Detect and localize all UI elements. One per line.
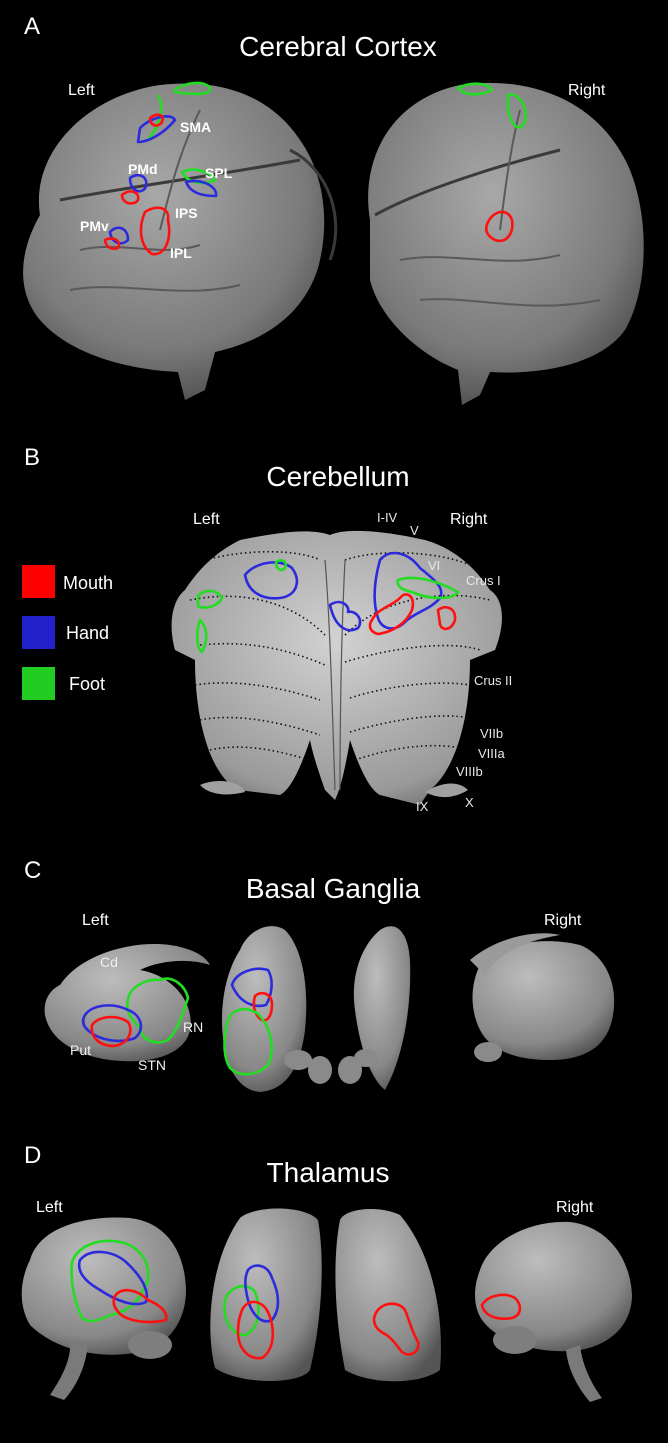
panel-d-letter: D: [24, 1142, 41, 1169]
panel-b: B Cerebellum Left Right I-IV V VI Crus I…: [22, 444, 512, 814]
lobule-label-vi: VI: [428, 558, 440, 573]
bg-label-put: Put: [70, 1042, 91, 1058]
hand-outline-thalamus-left-lateral: [77, 1250, 149, 1306]
mouth-outline-cerebellum-right-medial: [368, 593, 415, 636]
lobule-label-crus-i: Crus I: [466, 573, 501, 588]
legend-label-foot: Foot: [69, 674, 105, 694]
mouth-outline-thalamus-right-lateral: [480, 1293, 522, 1320]
left-hemisphere-cortex: [23, 83, 338, 401]
mouth-outline-cortex-left-pmv: [103, 237, 121, 251]
panel-c-title: Basal Ganglia: [246, 873, 421, 904]
mouth-outline-cortex-left-pmd: [120, 190, 140, 205]
legend-label-hand: Hand: [66, 623, 109, 643]
hand-outline-cerebellum-vermis: [328, 600, 362, 632]
foot-outline-cortex-right-sma: [456, 82, 494, 96]
panel-d: D Thalamus Left Right: [21, 1142, 632, 1402]
panel-b-letter: B: [24, 444, 40, 471]
panel-a: A Cerebral Cortex Left Right: [23, 13, 644, 405]
lobule-label-viib: VIIb: [480, 726, 503, 741]
lobule-label-x: X: [465, 795, 474, 810]
panel-a-left-label: Left: [68, 82, 95, 99]
foot-outline-cortex-left-spl: [180, 168, 217, 185]
legend-label-mouth: Mouth: [63, 573, 113, 593]
foot-outline-cortex-right-mesial: [506, 93, 527, 129]
foot-outline-cerebellum-right: [396, 576, 460, 600]
panel-a-right-label: Right: [568, 82, 606, 99]
region-label-ipl: IPL: [170, 245, 192, 261]
legend-swatch-hand: [22, 616, 55, 649]
lobule-label-i-iv: I-IV: [377, 510, 398, 525]
lobule-label-viiib: VIIIb: [456, 764, 483, 779]
panel-c-left-label: Left: [82, 912, 109, 929]
lobule-label-crus-ii: Crus II: [474, 673, 512, 688]
hand-outline-bg-left-dorsal: [230, 967, 273, 1008]
bg-label-rn: RN: [183, 1019, 203, 1035]
basal-ganglia-left-dorsal: [222, 926, 332, 1092]
mouth-outline-bg-left-lateral: [90, 1015, 132, 1048]
mouth-outline-thalamus-dorsal-right: [372, 1302, 420, 1356]
panel-c: C Basal Ganglia Left Right: [24, 857, 615, 1092]
hand-outline-cerebellum-left-anterior: [243, 561, 299, 600]
hand-outline-cortex-left-ips: [184, 179, 218, 198]
panel-d-left-label: Left: [36, 1199, 63, 1216]
panel-c-letter: C: [24, 857, 41, 884]
panel-d-title: Thalamus: [267, 1157, 390, 1188]
foot-outline-bg-left-dorsal: [223, 1007, 273, 1076]
region-label-spl: SPL: [205, 165, 233, 181]
cerebellum-flatmap: [171, 530, 502, 805]
legend-swatch-foot: [22, 667, 55, 700]
right-hemisphere-cortex: [368, 82, 644, 405]
bg-label-cd: Cd: [100, 954, 118, 970]
hand-outline-cortex-left-sma: [136, 115, 177, 144]
lobule-label-viiia: VIIIa: [478, 746, 506, 761]
region-label-pmv: PMv: [80, 218, 109, 234]
foot-outline-bg-left-lateral: [126, 977, 190, 1044]
mouth-outline-cortex-right-ipl: [484, 210, 514, 243]
mouth-outline-cortex-left-ipl: [139, 206, 171, 256]
basal-ganglia-right-lateral: [470, 933, 615, 1062]
basal-ganglia-right-dorsal: [338, 926, 411, 1090]
hand-outline-cortex-left-pmd: [128, 173, 148, 193]
hand-outline-bg-left-lateral: [81, 1004, 143, 1043]
legend: Mouth Hand Foot: [22, 565, 113, 700]
thalamus-dorsal-right: [335, 1208, 441, 1382]
region-label-sma: SMA: [180, 119, 211, 135]
panel-d-right-label: Right: [556, 1199, 594, 1216]
mouth-outline-cerebellum-right-lateral: [436, 606, 457, 631]
panel-a-title: Cerebral Cortex: [239, 31, 437, 62]
panel-c-right-label: Right: [544, 912, 582, 929]
panel-b-title: Cerebellum: [266, 461, 409, 492]
foot-outline-cortex-left-sma: [173, 81, 212, 96]
region-label-pmd: PMd: [128, 161, 158, 177]
mouth-outline-thalamus-left-lateral: [112, 1288, 168, 1324]
panel-a-letter: A: [24, 13, 40, 40]
bg-label-stn: STN: [138, 1057, 166, 1073]
legend-swatch-mouth: [22, 565, 55, 598]
foot-outline-cerebellum-left-anterior: [274, 559, 288, 572]
mouth-outline-bg-left-dorsal: [252, 991, 274, 1022]
foot-outline-cerebellum-left-lateral: [195, 589, 224, 654]
thalamus-left-lateral: [21, 1217, 186, 1400]
thalamus-right-lateral: [475, 1221, 632, 1402]
region-label-ips: IPS: [175, 205, 198, 221]
lobule-label-v: V: [410, 523, 419, 538]
lobule-label-ix: IX: [416, 799, 429, 814]
mouth-outline-cortex-left-sma: [148, 113, 164, 127]
panel-b-left-label: Left: [193, 511, 220, 528]
panel-b-right-label: Right: [450, 511, 488, 528]
mouth-outline-thalamus-dorsal-left: [236, 1300, 275, 1360]
